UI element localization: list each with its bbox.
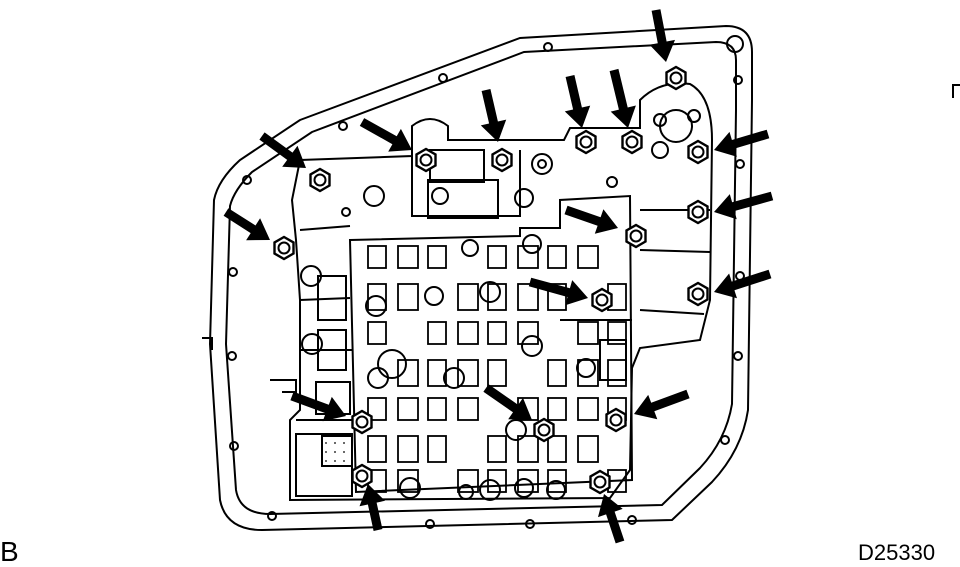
port-cell [607,321,627,345]
port-cell [367,435,387,463]
bolt-icon [687,281,709,307]
port-cell [397,359,419,387]
port-cell [517,245,539,269]
arrow-icon [223,208,270,241]
port-cell [547,435,567,463]
bolt-icon [687,199,709,225]
port-cell [397,245,419,269]
port-cell [577,321,599,345]
valve-body-plate [289,82,714,502]
arrow-icon [480,89,507,142]
arrow-icon [598,494,625,544]
bolt-icon [533,417,555,443]
bolt-icon [273,235,295,261]
port-cell [517,283,539,311]
bolt-icon [621,129,643,155]
bolt-icon [309,167,331,193]
port-cell [457,469,479,493]
port-cell [427,245,447,269]
arrow-icon [528,277,588,306]
port-cell [577,435,599,463]
arrow-set [223,9,774,544]
bolt-icon [665,65,687,91]
arrow-icon [634,389,690,420]
bolt-icon [605,407,627,433]
arrow-icon [564,205,618,234]
arrow-icon [714,191,774,220]
arrow-icon [290,391,346,422]
port-grid [367,245,627,493]
port-cell [457,359,479,387]
port-cell [397,283,419,311]
arrow-icon [714,269,772,299]
port-cell [367,245,387,269]
port-cell [487,283,507,311]
arrow-icon [483,384,532,420]
figure-code: D25330 [858,540,936,565]
bolt-icon [589,469,611,495]
bolt-icon [591,287,613,313]
arrow-icon [359,118,412,152]
oil-pan-outline [202,24,753,532]
port-cell [427,435,447,463]
port-cell [397,435,419,463]
arrow-icon [359,484,385,531]
arrow-icon [609,68,636,128]
port-cell [577,397,599,421]
port-cell [367,321,387,345]
edge-mark [952,84,960,98]
port-cell [487,359,507,387]
port-cell [547,397,567,421]
port-cell [487,435,507,463]
port-cell [427,359,447,387]
corner-letter: B [0,536,19,567]
port-cell [427,321,447,345]
bolt-icon [491,147,513,173]
port-cell [397,397,419,421]
bolt-icon [351,409,373,435]
port-cell [607,359,627,387]
port-cell [517,435,539,463]
port-cell [487,245,507,269]
port-cell [577,245,599,269]
port-cell [457,397,479,421]
port-cell [427,397,447,421]
arrow-icon [259,132,306,168]
solenoid-block [270,149,627,497]
bolt-icon [625,223,647,249]
bolt-set [273,65,709,495]
arrow-icon [714,129,770,157]
port-cell [457,283,479,311]
port-cell [487,321,507,345]
bolt-icon [351,463,373,489]
arrow-icon [564,75,591,128]
bolt-icon [415,147,437,173]
port-cell [547,283,567,311]
port-cell [547,359,567,387]
port-cell [547,245,567,269]
port-cell [457,321,479,345]
port-cell [367,283,387,311]
bolt-icon [687,139,709,165]
arrow-icon [649,9,675,62]
plug-circles [300,109,701,501]
port-cell [547,469,567,493]
bolt-icon [575,129,597,155]
port-cell [517,321,539,345]
port-cell [367,397,387,421]
